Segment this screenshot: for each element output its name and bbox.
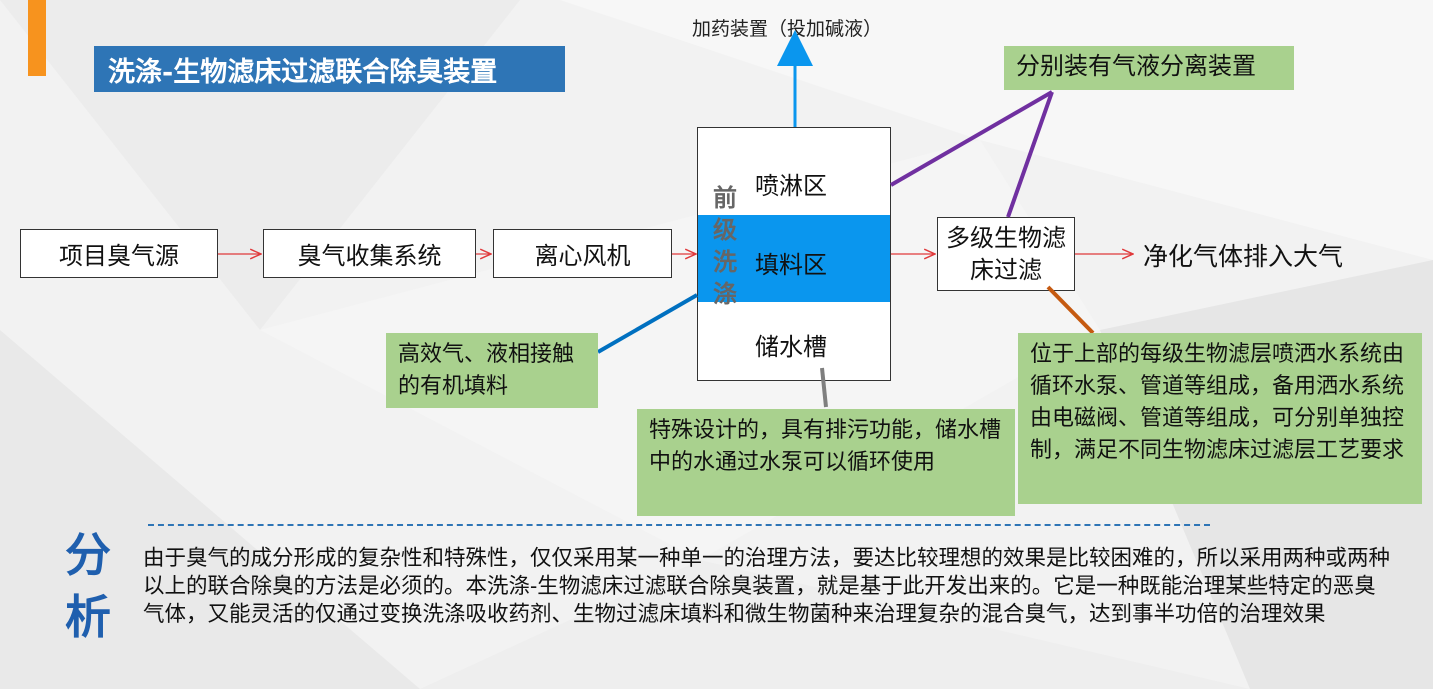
- separator-note: 分别装有气液分离装置: [1004, 46, 1294, 90]
- bio-filter-label: 多级生物滤床过滤: [946, 224, 1066, 284]
- spray-line: [1046, 285, 1095, 335]
- centrifugal-fan-label: 离心风机: [534, 242, 631, 270]
- water-tank-label: 储水槽: [755, 333, 827, 361]
- packing-line: [597, 293, 698, 354]
- centrifugal-fan-box: 离心风机: [493, 229, 672, 278]
- orange-accent-bar: [28, 0, 46, 76]
- dosing-device-label: 加药装置（投加碱液）: [692, 18, 883, 40]
- fill-zone-band: [698, 215, 890, 302]
- separator-line-b: [1006, 91, 1054, 218]
- analysis-paragraph: 由于臭气的成分形成的复杂性和特殊性，仅仅采用某一种单一的治理方法，要达比较理想的…: [143, 546, 1391, 627]
- collection-system-box: 臭气收集系统: [263, 229, 476, 278]
- spray-zone-label: 喷淋区: [755, 172, 827, 200]
- page-title: 洗涤-生物滤床过滤联合除臭装置: [94, 46, 565, 92]
- odor-source-box: 项目臭气源: [20, 229, 218, 278]
- separator-line-a: [889, 90, 1054, 187]
- bio-filter-box: 多级生物滤床过滤: [937, 217, 1075, 291]
- outlet-label: 净化气体排入大气: [1143, 242, 1344, 271]
- tank-line: [820, 367, 828, 408]
- fill-zone-label: 填料区: [755, 251, 827, 279]
- collection-system-label: 臭气收集系统: [297, 242, 442, 270]
- tank-note: 特殊设计的，具有排污功能，储水槽中的水通过水泵可以循环使用: [637, 409, 1015, 516]
- spray-note: 位于上部的每级生物滤层喷洒水系统由循环水泵、管道等组成，备用洒水系统由电磁阀、管…: [1018, 333, 1422, 504]
- dashed-divider: [148, 524, 1210, 526]
- odor-source-label: 项目臭气源: [59, 242, 179, 270]
- prewash-vertical-label: 前级洗涤: [713, 183, 737, 308]
- packing-note: 高效气、液相接触的有机填料: [386, 333, 598, 408]
- analysis-heading: 分析: [65, 528, 111, 644]
